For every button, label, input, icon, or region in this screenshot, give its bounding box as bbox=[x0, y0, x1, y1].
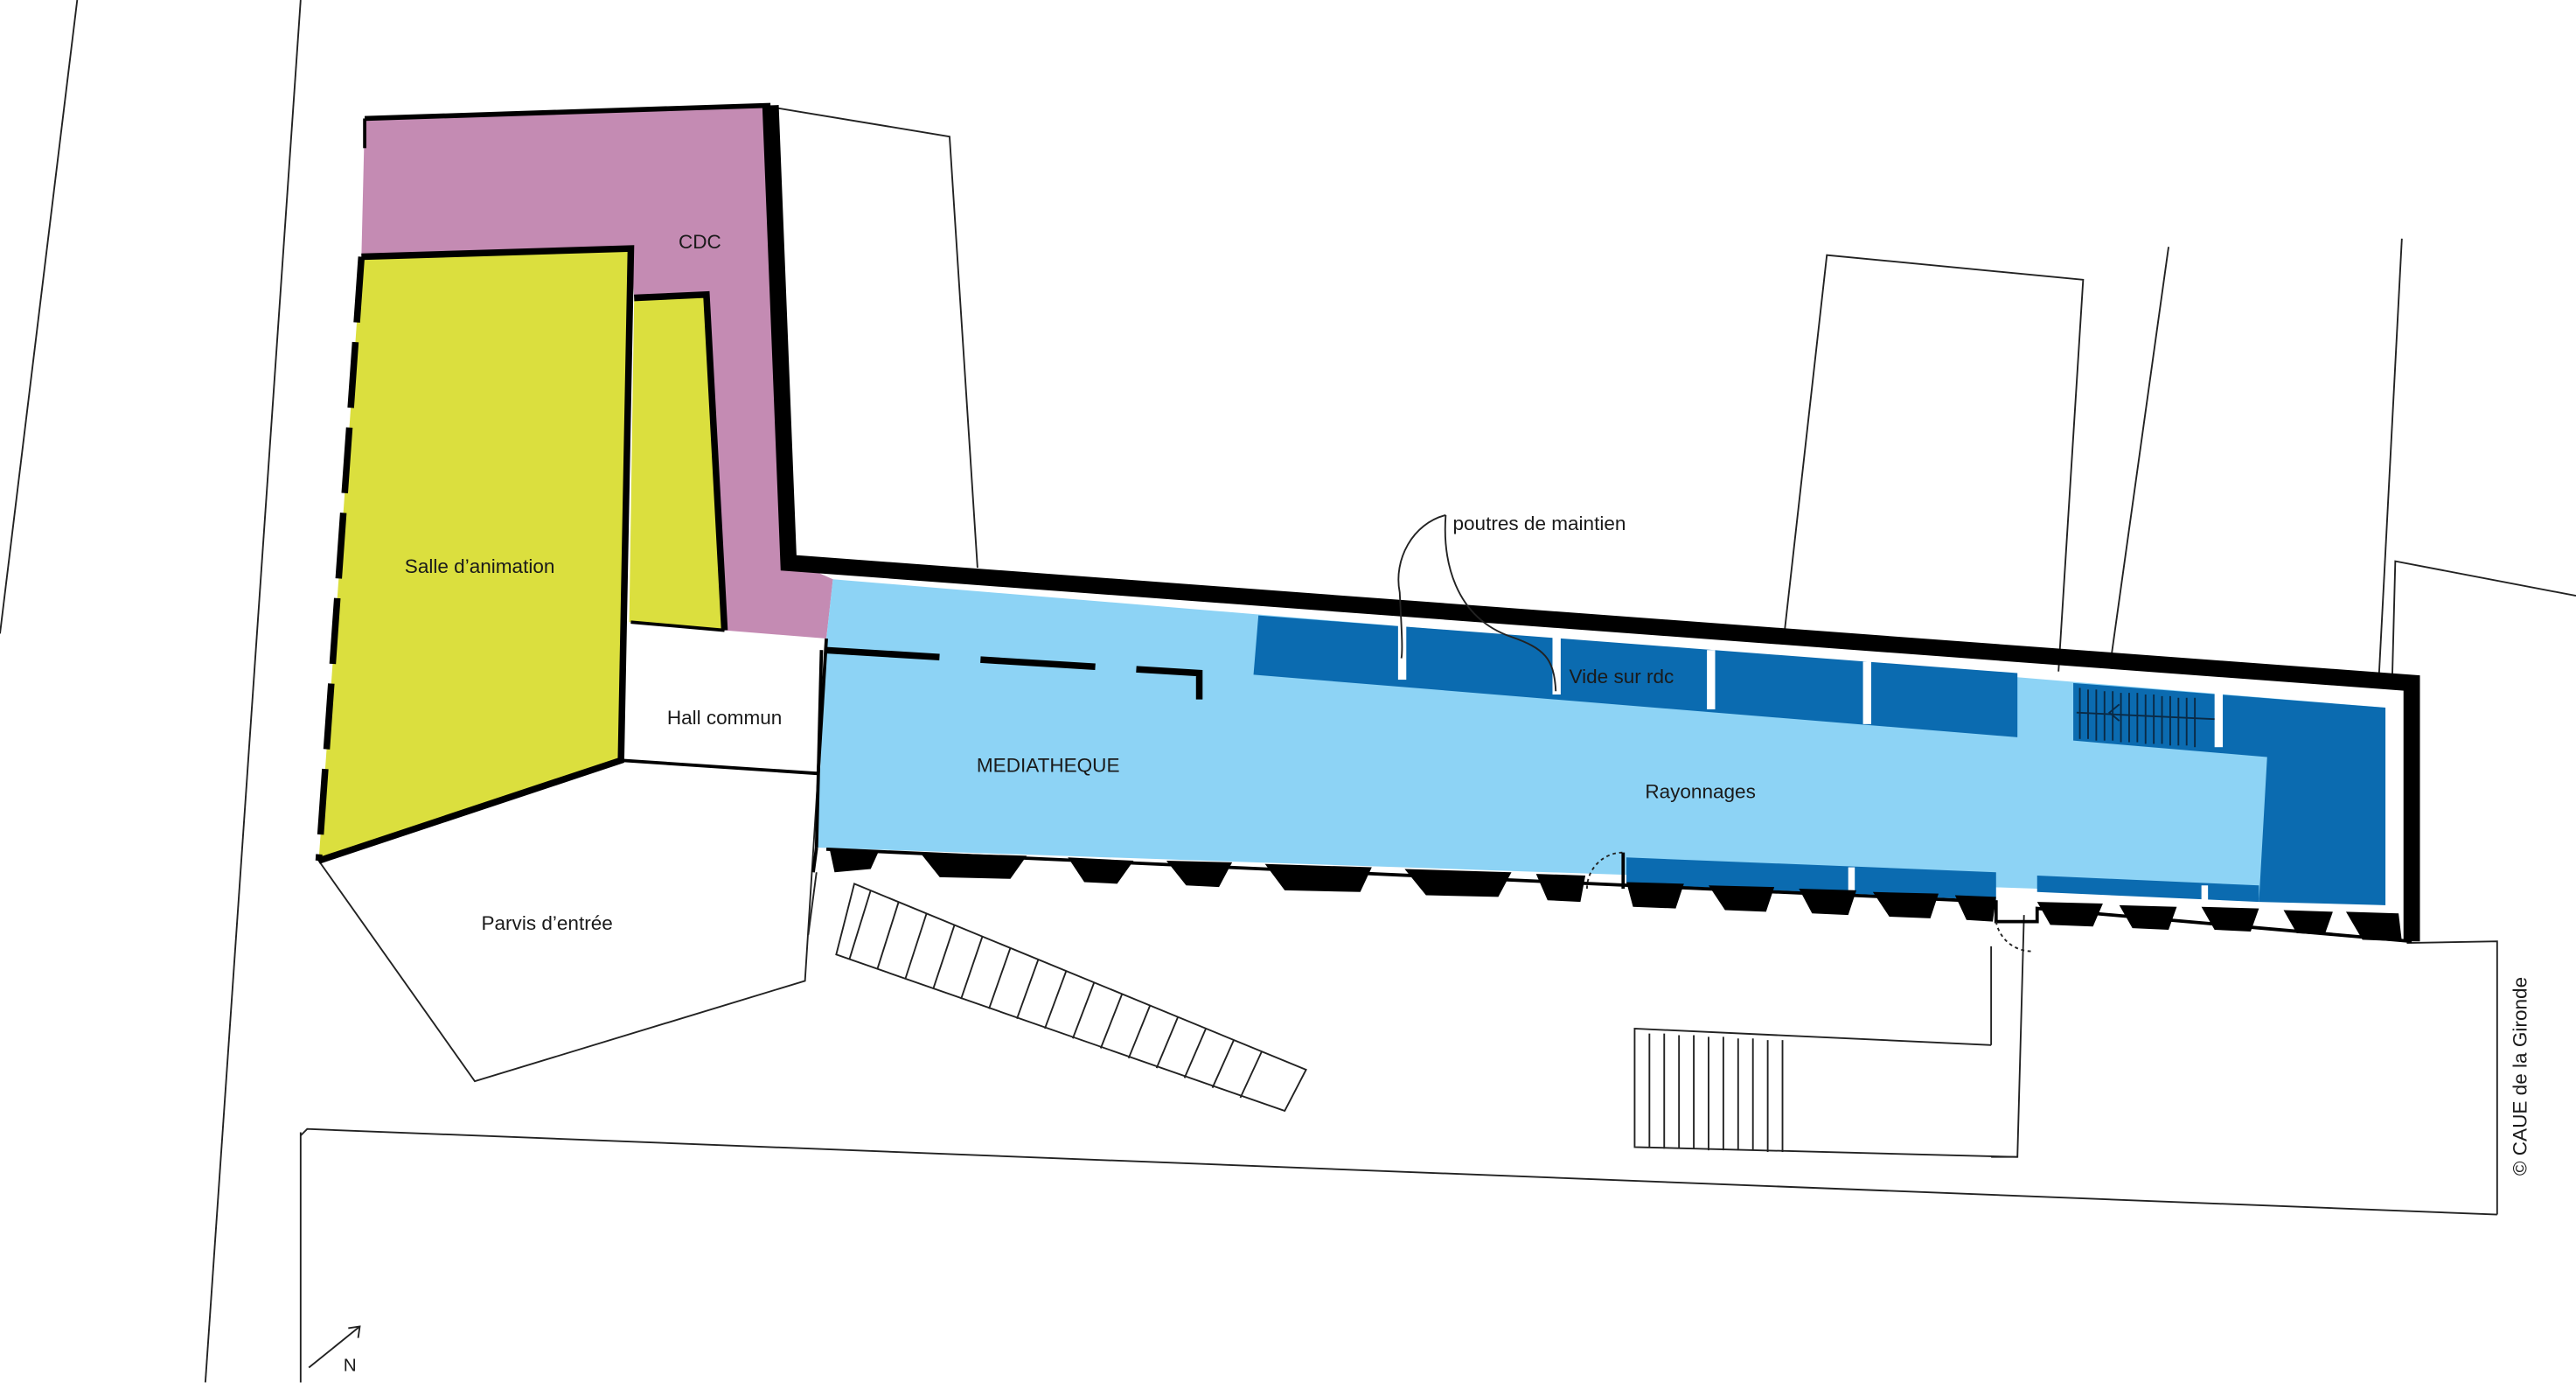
label-salle-animation: Salle d’animation bbox=[405, 555, 555, 577]
salle-annex-zone bbox=[629, 294, 725, 631]
north-arrow-icon bbox=[308, 1325, 361, 1369]
door-swings bbox=[1586, 851, 2033, 953]
label-rayonnages: Rayonnages bbox=[1645, 781, 1756, 803]
credit-text: © CAUE de la Gironde bbox=[2510, 977, 2531, 1176]
label-hall-commun: Hall commun bbox=[667, 707, 782, 729]
salle-animation-zone bbox=[318, 248, 631, 862]
label-cdc: CDC bbox=[679, 231, 721, 253]
mediatheque-zone bbox=[816, 579, 2386, 905]
south-wall-line bbox=[825, 847, 2412, 944]
exterior-stair-right bbox=[1648, 1033, 1784, 1153]
label-vide-sur-rdc: Vide sur rdc bbox=[1569, 666, 1674, 688]
exterior-stair-left bbox=[835, 883, 1307, 1113]
interior-stair-hatch bbox=[2076, 688, 2215, 748]
poutres-leaders bbox=[1397, 514, 1557, 692]
north-label: N bbox=[344, 1355, 357, 1375]
label-poutres-de-maintien: poutres de maintien bbox=[1453, 513, 1626, 534]
vide-sur-rdc-band bbox=[1253, 615, 2018, 737]
walls bbox=[315, 102, 2420, 942]
lower-band-1 bbox=[1626, 857, 1996, 901]
stair-zone bbox=[2073, 682, 2386, 905]
cdc-zone bbox=[361, 105, 833, 639]
label-parvis-entree: Parvis d’entrée bbox=[482, 912, 613, 934]
label-mediatheque: MEDIATHEQUE bbox=[977, 754, 1120, 776]
